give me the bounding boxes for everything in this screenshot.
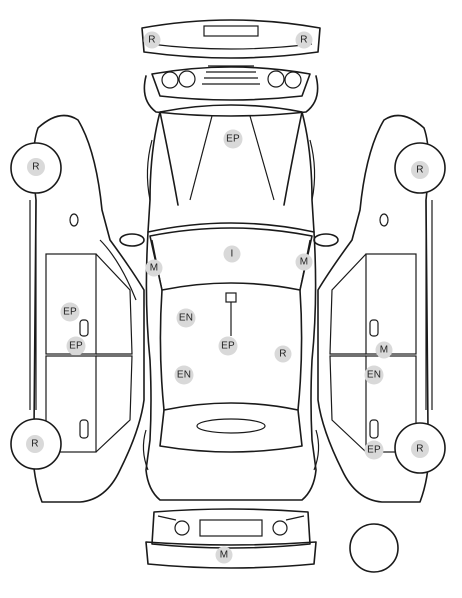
marker[interactable]: EN: [364, 365, 384, 385]
marker[interactable]: I: [223, 245, 241, 263]
rear-bumper[interactable]: [141, 19, 321, 59]
marker[interactable]: M: [215, 546, 233, 564]
svg-text:R: R: [32, 162, 39, 173]
marker[interactable]: M: [145, 259, 163, 277]
car-top-body[interactable]: [142, 104, 320, 501]
marker[interactable]: R: [27, 158, 45, 176]
marker[interactable]: R: [295, 31, 313, 49]
left-mirror[interactable]: [119, 233, 145, 247]
svg-text:EN: EN: [367, 370, 381, 381]
svg-text:M: M: [150, 263, 159, 274]
front-bumper[interactable]: [145, 541, 317, 569]
svg-text:EP: EP: [221, 341, 235, 352]
svg-text:R: R: [148, 35, 155, 46]
svg-text:EP: EP: [63, 307, 77, 318]
svg-text:R: R: [416, 165, 423, 176]
rear-trunk[interactable]: [143, 65, 319, 117]
left-side-body[interactable]: [29, 114, 145, 503]
marker[interactable]: EP: [66, 336, 86, 356]
svg-text:R: R: [279, 349, 286, 360]
marker[interactable]: R: [26, 435, 44, 453]
marker[interactable]: R: [274, 345, 292, 363]
front-grille[interactable]: [151, 508, 311, 549]
marker[interactable]: EP: [223, 129, 243, 149]
svg-text:M: M: [220, 550, 229, 561]
marker[interactable]: M: [375, 341, 393, 359]
marker[interactable]: EN: [174, 365, 194, 385]
svg-text:EP: EP: [69, 341, 83, 352]
marker[interactable]: R: [411, 440, 429, 458]
svg-text:R: R: [31, 439, 38, 450]
marker[interactable]: R: [143, 31, 161, 49]
marker[interactable]: EP: [60, 302, 80, 322]
svg-text:EP: EP: [367, 445, 381, 456]
svg-text:R: R: [416, 444, 423, 455]
svg-text:M: M: [380, 345, 389, 356]
svg-text:M: M: [300, 257, 309, 268]
svg-text:EP: EP: [226, 134, 240, 145]
svg-text:EN: EN: [177, 370, 191, 381]
marker[interactable]: EN: [176, 308, 196, 328]
damage-markers: R R EP I M M EN EN EP R R R EP EP R R M …: [26, 31, 429, 564]
marker[interactable]: EP: [364, 440, 384, 460]
marker[interactable]: R: [411, 161, 429, 179]
svg-text:EN: EN: [179, 313, 193, 324]
svg-text:I: I: [231, 249, 234, 260]
marker[interactable]: EP: [218, 336, 238, 356]
marker[interactable]: M: [295, 253, 313, 271]
svg-text:R: R: [300, 35, 307, 46]
spare-wheel[interactable]: [349, 523, 399, 573]
right-mirror[interactable]: [313, 233, 339, 247]
